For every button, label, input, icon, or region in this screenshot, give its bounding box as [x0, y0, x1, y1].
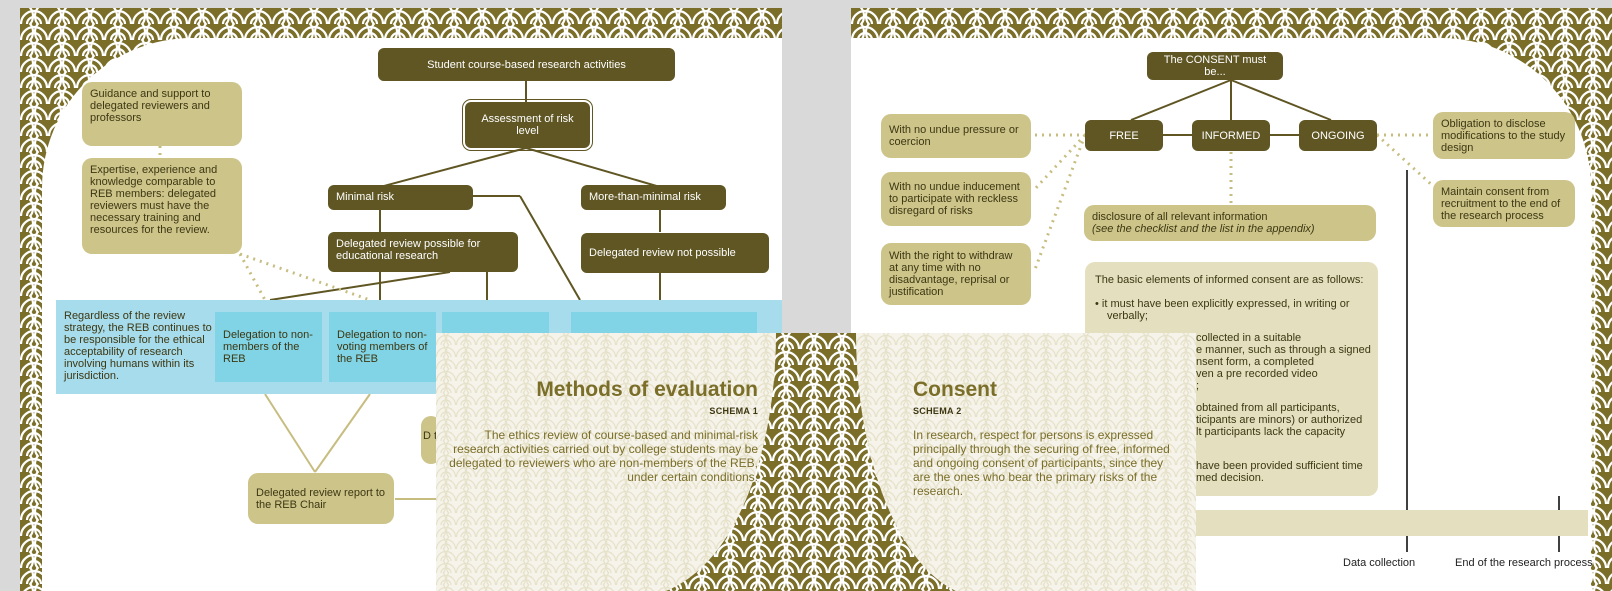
obligation-box: Obligation to disclose modifications to … [1433, 112, 1575, 159]
disclosure-line2: (see the checklist and the list in the a… [1092, 223, 1315, 235]
basic-frag-5: ; [1196, 380, 1200, 392]
maintain-box: Maintain consent from recruitment to the… [1433, 180, 1575, 227]
methods-text: The ethics review of course-based and mi… [449, 428, 758, 484]
basic-fragments-b: obtained from all participants, ticipant… [1196, 402, 1380, 438]
basic-frag-2: e manner, such as through a signed [1196, 344, 1371, 356]
no-pressure-box: With no undue pressure or coercion [881, 114, 1031, 158]
basic-frag-7: ticipants are minors) or authorized [1196, 414, 1363, 426]
right-withdraw-box: With the right to withdraw at any time w… [881, 243, 1031, 305]
disclosure-box: disclosure of all relevant information (… [1084, 205, 1376, 241]
basic-frag-6: obtained from all participants, [1196, 402, 1340, 414]
timeline-bar [1196, 510, 1588, 536]
consent-title: Consent [913, 378, 997, 401]
basic-item-1: • it must have been explicitly expressed… [1095, 298, 1350, 322]
basic-frag-10: med decision. [1196, 472, 1264, 484]
delegation-nonvoting-box: Delegation to non-voting members of the … [329, 312, 436, 382]
basic-frag-3: nsent form, a completed [1196, 356, 1315, 368]
minimal-risk-box: Minimal risk [328, 185, 473, 210]
guidance-box: Guidance and support to delegated review… [82, 82, 242, 146]
methods-title: Methods of evaluation [536, 378, 758, 401]
basic-intro: The basic elements of informed consent a… [1095, 274, 1364, 286]
basic-item-1-text: it must have been explicitly expressed, … [1101, 298, 1350, 322]
delegated-review-possible-box: Delegated review possible for educationa… [328, 232, 518, 272]
more-than-minimal-risk-box: More-than-minimal risk [581, 185, 726, 210]
free-box: FREE [1085, 120, 1163, 151]
methods-schema-label: SCHEMA 1 [709, 406, 758, 416]
end-process-label: End of the research process [1455, 557, 1593, 569]
delegation-box-3 [442, 312, 549, 334]
consent-schema-label: SCHEMA 2 [913, 406, 962, 416]
consent-text: In research, respect for persons is expr… [913, 428, 1170, 498]
assessment-box: Assessment of risk level [462, 99, 593, 151]
disclosure-line1: disclosure of all relevant information [1092, 211, 1268, 223]
basic-fragments-a: collected in a suitable e manner, such a… [1196, 332, 1380, 392]
basic-fragments-c: have been provided sufficient time med d… [1196, 460, 1380, 484]
title-overlay: Methods of evaluation SCHEMA 1 The ethic… [436, 333, 1196, 591]
ongoing-box: ONGOING [1299, 120, 1377, 151]
consent-must-be-box: The CONSENT must be... [1147, 52, 1283, 80]
delegation-box-4 [571, 312, 757, 334]
regardless-text: Regardless of the review strategy, the R… [64, 310, 212, 382]
basic-frag-8: lt participants lack the capacity [1196, 426, 1346, 438]
basic-frag-1: collected in a suitable [1196, 332, 1302, 344]
no-inducement-box: With no undue inducement to participate … [881, 172, 1031, 226]
delegation-nonmembers-box: Delegation to non-members of the REB [215, 312, 322, 382]
basic-frag-4: ven a pre recorded video [1196, 368, 1318, 380]
expertise-box: Expertise, experience and knowledge comp… [82, 158, 242, 254]
report-box: Delegated review report to the REB Chair [248, 473, 394, 524]
informed-box: INFORMED [1192, 120, 1270, 151]
top-title-box: Student course-based research activities [378, 48, 675, 81]
overlay-pattern [436, 333, 1196, 591]
data-collection-label: Data collection [1343, 557, 1416, 569]
basic-frag-9: have been provided sufficient time [1196, 460, 1363, 472]
delegated-review-not-possible-box: Delegated review not possible [581, 233, 769, 273]
